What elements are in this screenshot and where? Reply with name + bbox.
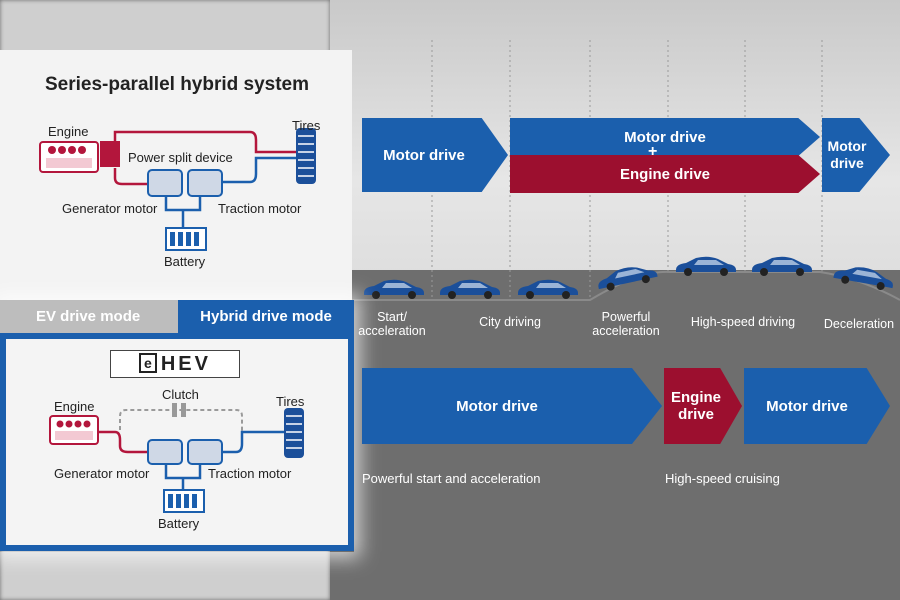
caption-powerful-start: Powerful start and acceleration: [362, 471, 541, 486]
bottom-motor-drive-arrow-2: Motor drive: [744, 368, 890, 444]
ehev-battery-label: Battery: [158, 516, 200, 531]
stage-start-acceleration: Start/ acceleration: [358, 310, 426, 338]
engine-icon: [49, 415, 99, 445]
tires-label: Tires: [292, 118, 321, 133]
ehev-logo-e: e: [139, 353, 157, 373]
top-motor-drive-arrow: Motor drive: [362, 118, 508, 192]
engine-label: Engine: [48, 124, 89, 139]
car-icon: [833, 267, 893, 291]
stage-powerful-acceleration: Powerful acceleration: [592, 310, 660, 338]
battery-label: Battery: [164, 254, 206, 269]
power-split-icon: [100, 141, 120, 167]
engine-icon: [39, 141, 99, 173]
clutch-label: Clutch: [162, 387, 199, 402]
power-split-label: Power split device: [128, 150, 233, 165]
car-icon: [598, 267, 658, 291]
car-icon: [752, 256, 812, 276]
caption-high-speed-cruising: High-speed cruising: [665, 471, 780, 486]
battery-icon: [165, 227, 207, 251]
car-icon: [364, 279, 424, 299]
car-icon: [676, 256, 736, 276]
clutch-icon: [172, 403, 186, 417]
generator-motor-label: Generator motor: [62, 201, 158, 216]
stage-city-driving: City driving: [479, 315, 541, 329]
stage-deceleration: Deceleration: [823, 317, 895, 331]
tab-ev-drive-mode[interactable]: EV drive mode: [0, 300, 178, 333]
ehev-diagram: [49, 403, 304, 513]
series-parallel-diagram: [39, 128, 316, 251]
ehev-tires-label: Tires: [276, 394, 305, 409]
traction-motor-icon: [187, 169, 223, 197]
traction-motor-icon: [187, 439, 223, 465]
tire-icon: [296, 128, 316, 184]
bottom-motor-drive-arrow: Motor drive: [362, 368, 662, 444]
car-icon: [518, 279, 578, 299]
ehev-generator-motor-label: Generator motor: [54, 466, 150, 481]
plus-sign: +: [648, 143, 658, 160]
generator-motor-icon: [147, 439, 183, 465]
traction-motor-label: Traction motor: [218, 201, 302, 216]
tab-hybrid-drive-mode[interactable]: Hybrid drive mode: [178, 300, 354, 333]
stage-high-speed-driving: High-speed driving: [690, 315, 796, 329]
generator-motor-icon: [147, 169, 183, 197]
top-engine-drive-arrow: Engine drive: [510, 155, 820, 193]
top-motor-drive-combined-arrow: Motor drive: [510, 118, 820, 156]
ehev-traction-motor-label: Traction motor: [208, 466, 292, 481]
ehev-logo-text: HEV: [160, 353, 211, 375]
ehev-engine-label: Engine: [54, 399, 95, 414]
car-icon: [440, 279, 500, 299]
series-parallel-title: Series-parallel hybrid system: [45, 74, 310, 95]
tire-icon: [284, 408, 304, 458]
battery-icon: [163, 489, 205, 513]
